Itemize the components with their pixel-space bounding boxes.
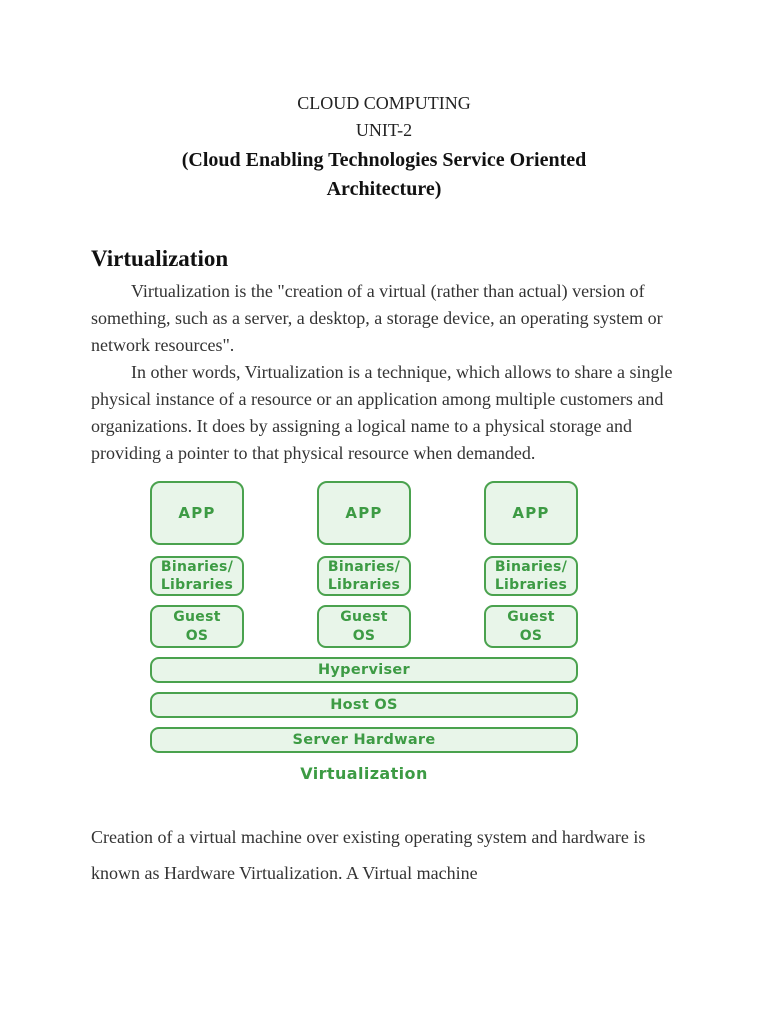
guest-os-box: Guest OS [150, 605, 244, 648]
title-subtitle: (Cloud Enabling Technologies Service Ori… [181, 149, 587, 200]
paragraph-1: Virtualization is the "creation of a vir… [91, 281, 663, 355]
virtualization-diagram: APP Binaries/ Libraries Guest OS APP Bin… [150, 481, 578, 783]
title-line-1: CLOUD COMPUTING [297, 93, 471, 113]
diagram-caption: Virtualization [300, 764, 428, 783]
hyperviser-layer-box: Hyperviser [150, 657, 578, 683]
binaries-libraries-box: Binaries/ Libraries [150, 556, 244, 596]
section-heading: Virtualization [91, 246, 229, 271]
document-header: CLOUD COMPUTING UNIT-2 (Cloud Enabling T… [0, 0, 768, 204]
paragraph-2: In other words, Virtualization is a tech… [91, 362, 673, 463]
closing-paragraph: Creation of a virtual machine over exist… [91, 827, 646, 883]
vm-stack-1: APP Binaries/ Libraries Guest OS [150, 481, 244, 648]
vm-stack-3: APP Binaries/ Libraries Guest OS [484, 481, 578, 648]
guest-os-box: Guest OS [317, 605, 411, 648]
app-box: APP [150, 481, 244, 545]
guest-os-box: Guest OS [484, 605, 578, 648]
app-box: APP [317, 481, 411, 545]
binaries-libraries-box: Binaries/ Libraries [317, 556, 411, 596]
app-box: APP [484, 481, 578, 545]
document-body: Virtualization Virtualization is the "cr… [91, 244, 677, 891]
vm-stack-2: APP Binaries/ Libraries Guest OS [317, 481, 411, 648]
binaries-libraries-box: Binaries/ Libraries [484, 556, 578, 596]
title-line-2: UNIT-2 [355, 120, 413, 140]
vm-stacks-row: APP Binaries/ Libraries Guest OS APP Bin… [150, 481, 578, 648]
host-os-layer-box: Host OS [150, 692, 578, 718]
server-hardware-layer-box: Server Hardware [150, 727, 578, 753]
